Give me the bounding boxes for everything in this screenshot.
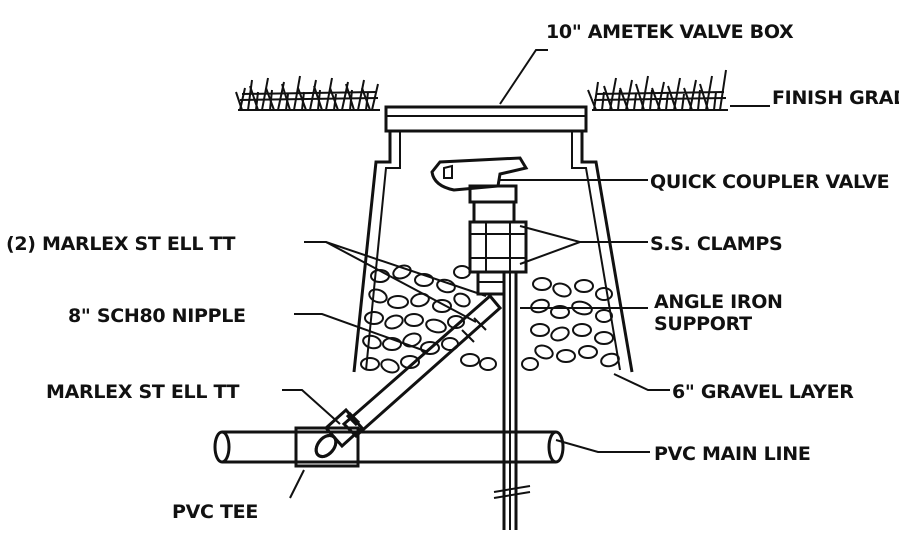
pvc-main-line: [213, 430, 565, 464]
leader-clamps: [519, 225, 584, 265]
quick-coupler-valve: [430, 156, 529, 224]
label-angle-iron-1: ANGLE IRON: [654, 291, 783, 313]
leader-tee: [289, 469, 305, 499]
label-clamps: S.S. CLAMPS: [650, 233, 782, 255]
marlex-ell-lower: [314, 407, 365, 459]
leader-marlex: [282, 389, 341, 425]
marlex-ell-upper: [476, 270, 506, 296]
label-valve-box: 10" AMETEK VALVE BOX: [546, 21, 794, 43]
label-quick-coupler: QUICK COUPLER VALVE: [650, 171, 889, 193]
leader-gravel: [613, 373, 670, 391]
leader-valve-box: [499, 49, 548, 105]
label-marlex-ell-2: (2) MARLEX ST ELL TT: [6, 233, 236, 255]
grass-right: [587, 69, 728, 111]
sch80-nipple: [341, 293, 503, 439]
label-gravel: 6" GRAVEL LAYER: [672, 381, 854, 403]
valve-box-lid: [384, 105, 588, 133]
leader-nipple: [294, 313, 429, 353]
valve-box-body: [352, 131, 634, 373]
label-angle-iron-2: SUPPORT: [654, 313, 752, 335]
angle-iron-support: [493, 272, 531, 530]
gravel-layer: [360, 264, 620, 374]
riser-assembly: [468, 220, 528, 274]
pvc-tee: [294, 426, 360, 468]
grass-left: [235, 75, 380, 111]
label-tee: PVC TEE: [172, 501, 258, 523]
label-marlex-ell: MARLEX ST ELL TT: [46, 381, 240, 403]
label-finish-grade: FINISH GRADE: [772, 87, 899, 109]
leader-main-line: [555, 439, 650, 453]
leader-lines: [282, 49, 670, 499]
label-main-line: PVC MAIN LINE: [654, 443, 811, 465]
label-nipple: 8" SCH80 NIPPLE: [68, 305, 246, 327]
